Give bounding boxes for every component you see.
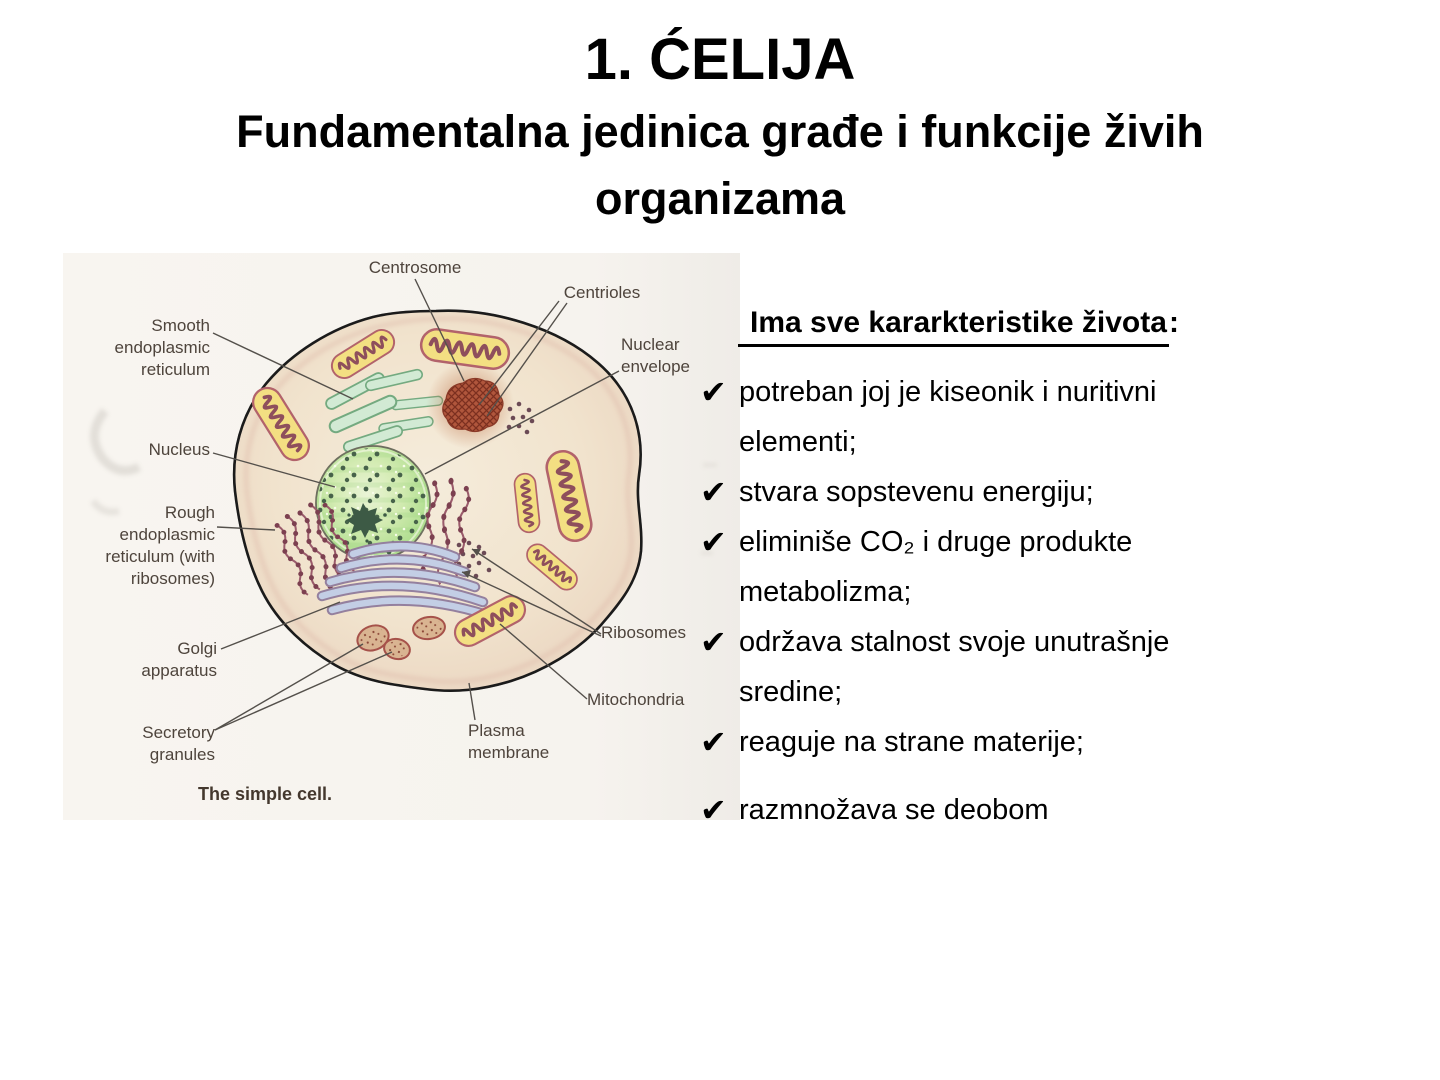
bullet-item: ✔ razmnožava se deobom [700,785,1260,835]
slide-header: 1. ĆELIJA Fundamentalna jedinica građe i… [0,28,1440,233]
checkmark-icon: ✔ [700,723,727,761]
label-nuclear-envelope: Nuclear envelope [621,335,691,377]
checkmark-icon: ✔ [700,791,727,829]
label-secretory-granules: Secretory granules [142,723,215,765]
leader-lines [212,278,620,731]
characteristics-panel: Ima sve kararkteristike života: ✔ potreb… [700,306,1260,835]
nucleus [315,445,431,561]
bullet-item: ✔ potreban joj je kiseonik i nuritivni e… [700,367,1260,467]
label-golgi-apparatus: Golgi apparatus [141,639,217,681]
label-mitochondria: Mitochondria [587,690,685,709]
checkmark-icon: ✔ [700,523,727,561]
nucleolus [346,503,383,538]
page-title: 1. ĆELIJA [584,27,856,92]
label-nucleus: Nucleus [148,440,210,459]
bullet-item: ✔ reaguje na strane materije; [700,717,1260,767]
bullet-text: razmnožava se deobom [739,794,1049,826]
panel-heading-colon: : [1168,306,1179,339]
checkmark-icon: ✔ [700,473,727,511]
cell-diagram: Centrosome Centrioles Nuclear envelope S… [63,253,740,820]
bullet-text: reaguje na strane materije; [739,726,1084,758]
secretory-granules [356,615,446,661]
label-plasma-membrane: Plasma membrane [468,721,550,763]
bullet-item: ✔ eliminiše CO₂ i druge produkte metabol… [700,517,1260,617]
panel-heading-text: Ima sve kararkteristike života [738,306,1169,347]
bullet-text: stvara sopstevenu energiju; [739,476,1094,508]
label-centrioles: Centrioles [563,283,641,302]
page-subtitle: Fundamentalna jedinica građe i funkcije … [236,105,1204,225]
label-rough-er: Rough endoplasmic reticulum (with riboso… [105,503,215,589]
bullet-item: ✔ održava stalnost svoje unutrašnje sred… [700,617,1260,717]
diagram-caption: The simple cell. [198,784,333,804]
label-ribosomes: Ribosomes [601,623,687,642]
bullet-text: potreban joj je kiseonik i nuritivni ele… [739,376,1157,458]
checkmark-icon: ✔ [700,373,727,411]
bullet-text: održava stalnost svoje unutrašnje sredin… [739,626,1170,708]
checkmark-icon: ✔ [700,623,727,661]
golgi-apparatus [316,540,493,621]
cell-diagram-art [90,278,717,731]
label-centrosome: Centrosome [368,258,462,277]
bullet-item: ✔ stvara sopstevenu energiju; [700,467,1260,517]
bullet-text: eliminiše CO₂ i druge produkte metaboliz… [739,526,1133,608]
centrosome [426,361,514,449]
scan-ghost-marks [90,408,717,555]
panel-heading: Ima sve kararkteristike života: [738,306,1260,347]
label-smooth-er: Smooth endoplasmic reticulum [114,316,210,380]
